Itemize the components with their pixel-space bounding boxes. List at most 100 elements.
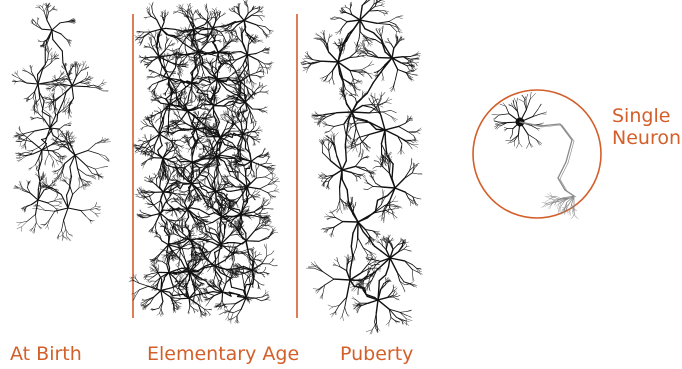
dendrite-stroke	[30, 228, 33, 231]
dendrite-stroke	[248, 10, 252, 13]
dendrite-stroke	[228, 73, 234, 78]
dendrite-stroke	[208, 27, 210, 33]
dendrite-stroke	[161, 29, 169, 35]
dendrite-stroke	[198, 44, 199, 47]
dendrite-stroke	[211, 13, 213, 14]
dendrite-stroke	[216, 9, 217, 12]
dendrite-stroke	[198, 134, 203, 136]
dendrite-stroke	[36, 158, 39, 164]
dendrite-stroke	[51, 105, 52, 110]
dendrite-stroke	[33, 148, 39, 151]
dendrite-stroke	[217, 78, 228, 79]
dendrite-stroke	[154, 75, 160, 78]
dendrite-stroke	[38, 171, 39, 178]
dendrite-stroke	[232, 98, 234, 99]
dendrite-stroke	[44, 119, 50, 128]
dendrite-stroke	[178, 12, 184, 14]
dendrite-stroke	[161, 22, 164, 29]
dendrite-stroke	[69, 43, 70, 46]
dendrite-stroke	[179, 124, 186, 125]
dendrite-stroke	[217, 168, 218, 174]
dendrite-stroke	[184, 95, 185, 97]
dendrite-stroke	[220, 155, 232, 157]
dendrite-stroke	[86, 87, 97, 88]
dendrite-stroke	[35, 92, 36, 98]
dendrite-stroke	[160, 76, 161, 78]
dendrite-stroke	[70, 110, 72, 114]
dendrite-stroke	[96, 207, 100, 208]
dendrite-stroke	[57, 114, 58, 121]
dendrite-stroke	[172, 82, 175, 83]
dendrite-stroke	[173, 12, 177, 13]
dendrite-stroke	[225, 106, 231, 111]
dendrite-stroke	[178, 159, 184, 161]
dendrite-stroke	[203, 86, 206, 88]
dendrite-stroke	[217, 72, 218, 79]
dendrite-stroke	[192, 91, 195, 95]
dendrite-stroke	[43, 4, 44, 8]
dendrite-stroke	[172, 45, 174, 46]
dendrite-stroke	[17, 158, 21, 159]
dendrite-stroke	[240, 15, 245, 20]
dendrite-stroke	[188, 95, 189, 102]
dendrite-stroke	[245, 76, 246, 82]
dendrite-stroke	[232, 25, 237, 30]
dendrite-stroke	[17, 71, 18, 75]
dendrite-stroke	[57, 193, 58, 196]
dendrite-stroke	[175, 29, 183, 31]
dendrite-stroke	[234, 54, 236, 55]
dendrite-stroke	[52, 149, 59, 151]
dendrite-stroke	[254, 136, 257, 137]
dendrite-stroke	[68, 208, 81, 211]
dendrite-stroke	[36, 223, 39, 227]
dendrite-stroke	[59, 198, 63, 199]
dendrite-stroke	[58, 206, 62, 207]
dendrite-stroke	[184, 100, 185, 104]
dendrite-stroke	[216, 60, 217, 66]
dendrite-stroke	[71, 23, 74, 24]
dendrite-stroke	[196, 113, 198, 116]
dendrite-stroke	[262, 51, 266, 53]
dendrite-stroke	[207, 177, 211, 186]
dendrite-stroke	[44, 7, 46, 12]
dendrite-stroke	[199, 122, 202, 127]
dendrite-stroke	[18, 153, 21, 154]
dendrite-stroke	[40, 5, 42, 7]
dendrite-stroke	[257, 138, 259, 139]
dendrite-stroke	[151, 101, 153, 103]
dendrite-stroke	[148, 43, 149, 44]
dendrite-stroke	[224, 111, 225, 115]
dendrite-stroke	[257, 137, 259, 138]
dendrite-stroke	[155, 72, 160, 75]
dendrite-stroke	[66, 70, 68, 76]
dendrite-stroke	[169, 78, 170, 85]
dendrite-stroke	[172, 99, 173, 101]
dendrite-stroke	[185, 91, 187, 93]
dendrite-stroke	[210, 133, 214, 134]
dendrite-stroke	[48, 47, 49, 52]
dendrite-stroke	[62, 89, 65, 91]
dendrite-stroke	[166, 90, 168, 93]
dendrite-stroke	[46, 85, 50, 86]
dendrite-stroke	[56, 95, 63, 101]
dendrite-stroke	[30, 193, 38, 200]
dendrite-stroke	[262, 67, 267, 68]
dendrite-stroke	[46, 177, 47, 182]
dendrite-stroke	[59, 199, 62, 200]
dendrite-stroke	[90, 210, 96, 214]
dendrite-stroke	[178, 9, 181, 11]
dendrite-stroke	[104, 142, 111, 143]
dendrite-stroke	[156, 93, 157, 95]
dendrite-stroke	[89, 80, 92, 81]
dendrite-stroke	[225, 55, 229, 57]
dendrite-stroke	[215, 32, 216, 37]
dendrite-stroke	[259, 16, 262, 19]
dendrite-stroke	[88, 143, 96, 150]
dendrite-stroke	[62, 51, 63, 63]
dendrite-stroke	[62, 220, 64, 230]
dendrite-stroke	[220, 15, 223, 17]
dendrite-stroke	[179, 76, 180, 79]
neural-network-at-birth	[12, 3, 111, 241]
dendrite-stroke	[218, 35, 222, 36]
